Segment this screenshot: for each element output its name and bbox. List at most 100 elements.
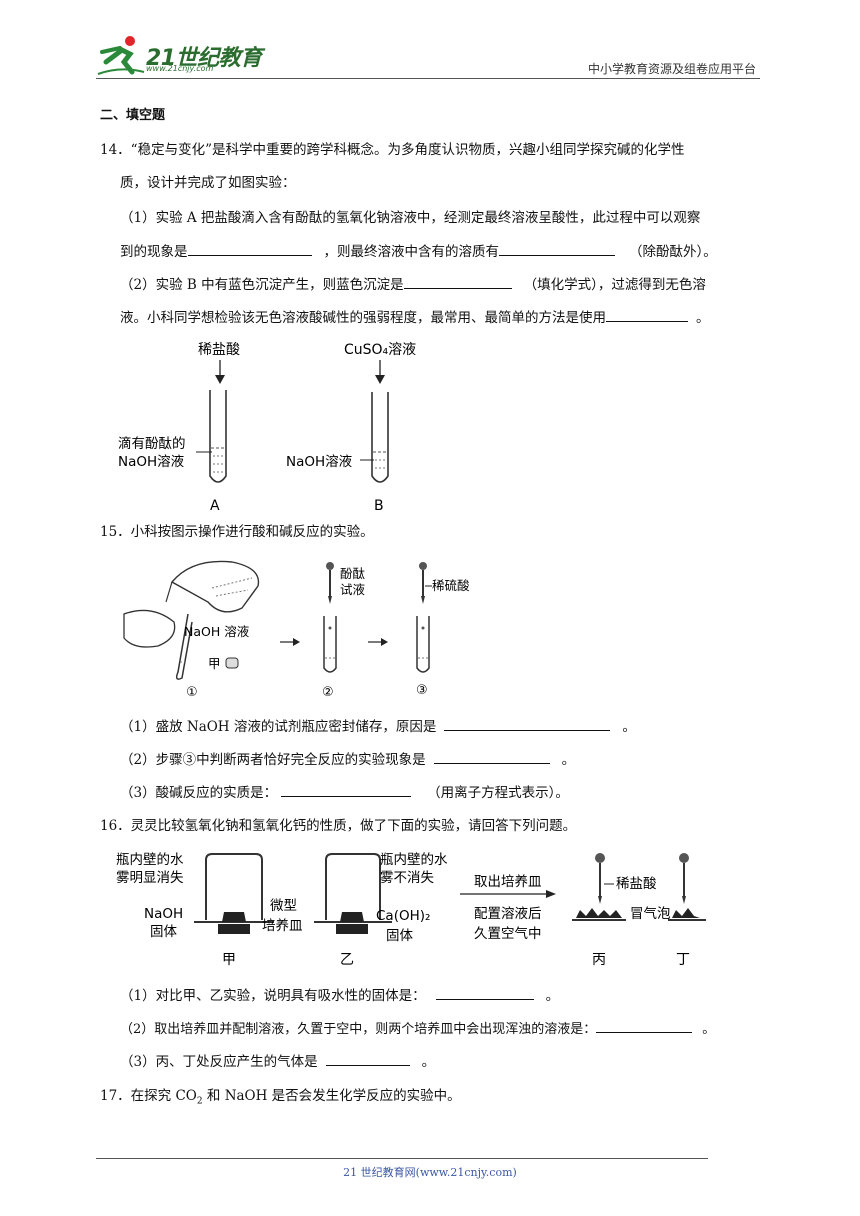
q16-part3-end: 。 bbox=[421, 1054, 436, 1070]
q16-blank-gas[interactable] bbox=[325, 1051, 410, 1066]
q16-part2-text: （2）取出培养皿并配制溶液，久置于空中，则两个培养皿中会出现浑浊的溶液是： bbox=[120, 1022, 597, 1037]
reagent-bottle-icon bbox=[170, 560, 260, 613]
q16-fig-water1a: 瓶内壁的水 bbox=[116, 852, 184, 868]
header-divider bbox=[96, 78, 760, 79]
q15-blank-reason[interactable] bbox=[444, 716, 611, 731]
q15-figure: NaOH 溶液 甲 ① 酚酞 试液 ② 稀硫酸 ③ bbox=[123, 560, 470, 700]
q17-stem-text-b: 和 NaOH 是否会发生化学反应的实验中。 bbox=[202, 1088, 461, 1104]
runner-logo-icon bbox=[97, 36, 145, 75]
q17-stem-text-a: 17．在探究 CO bbox=[100, 1088, 197, 1104]
q16-part1-end: 。 bbox=[545, 988, 560, 1004]
q16-fig-ding: 丁 bbox=[676, 952, 690, 968]
q14-part2-line1: （2）实验 B 中有蓝色沉淀产生，则蓝色沉淀是（填化学式），过滤得到无色溶 bbox=[120, 274, 706, 295]
q14-part2-text-b: （填化学式），过滤得到无色溶 bbox=[523, 277, 706, 293]
q15-step3: ③ bbox=[416, 683, 428, 698]
q16-part3-text: （3）丙、丁处反应产生的气体是 bbox=[120, 1054, 318, 1070]
q15-blank-phenomenon[interactable] bbox=[433, 749, 550, 764]
q16-fig-acid: 稀盐酸 bbox=[616, 876, 657, 892]
q15-fig-acid-label: 稀硫酸 bbox=[432, 578, 470, 593]
q16-blank-hygroscopic-solid[interactable] bbox=[435, 985, 534, 1000]
q15-tube-1 bbox=[175, 613, 193, 680]
q16-part1-text: （1）对比甲、乙实验，说明具有吸水性的固体是： bbox=[120, 988, 426, 1004]
q16-stem: 16．灵灵比较氢氧化钠和氢氧化钙的性质，做了下面的实验，请回答下列问题。 bbox=[100, 818, 577, 834]
bottle-cap-icon bbox=[225, 657, 239, 669]
dropper-bulb-icon bbox=[679, 853, 689, 863]
arrow-down-icon bbox=[215, 375, 225, 384]
q14-test-tube-a bbox=[209, 390, 227, 483]
footer-link[interactable]: 21 世纪教育网(www.21cnjy.com) bbox=[343, 1166, 517, 1179]
q16-fig-water1b: 雾明显消失 bbox=[116, 870, 184, 886]
q15-step2: ② bbox=[322, 685, 334, 700]
q14-figure: 稀盐酸 滴有酚酞的 NaOH溶液 A CuSO₄溶液 NaOH溶液 B bbox=[118, 342, 416, 514]
q16-fig-naoh1: NaOH bbox=[144, 906, 183, 922]
platform-name: 中小学教育资源及组卷应用平台 bbox=[587, 62, 756, 76]
q16-fig-prep2: 久置空气中 bbox=[474, 926, 542, 942]
q15-stem: 15．小科按图示操作进行酸和碱反应的实验。 bbox=[100, 524, 374, 540]
q14-blank-precipitate[interactable] bbox=[403, 274, 512, 289]
q16-fig-water2a: 瓶内壁的水 bbox=[380, 852, 448, 868]
q14-part1-text-a: 到的现象是 bbox=[120, 244, 188, 260]
petri-dish-icon bbox=[336, 924, 368, 934]
q16-dish-bing bbox=[576, 908, 622, 918]
q15-part1-end: 。 bbox=[622, 719, 636, 735]
q15-fig-jia-label: 甲 bbox=[208, 656, 221, 671]
dropper-bulb-icon bbox=[419, 562, 427, 570]
q16-part2-end: 。 bbox=[702, 1022, 716, 1037]
q15-tube-3 bbox=[416, 616, 430, 673]
q15-fig-phenol-label2: 试液 bbox=[340, 582, 366, 597]
q14-part2-line2: 液。小科同学想检验该无色溶液酸碱性的强弱程度，最常用、最简单的方法是使用。 bbox=[120, 307, 710, 328]
q16-part2: （2）取出培养皿并配制溶液，久置于空中，则两个培养皿中会出现浑浊的溶液是： 。 bbox=[120, 1018, 715, 1040]
q14-fig-b-side-label: NaOH溶液 bbox=[286, 454, 353, 470]
q15-part2-end: 。 bbox=[561, 752, 576, 768]
q16-fig-ca1: Ca(OH)₂ bbox=[376, 908, 430, 924]
q16-jar-yi bbox=[325, 853, 381, 920]
q14-fig-b-label: B bbox=[374, 498, 384, 514]
arrow-right-icon bbox=[381, 638, 388, 646]
petri-dish-icon bbox=[218, 924, 250, 934]
q14-fig-b-top-label: CuSO₄溶液 bbox=[344, 342, 416, 358]
q16-fig-bubble: 冒气泡 bbox=[630, 906, 671, 922]
q14-stem-line1: 14．“稳定与变化”是科学中重要的跨学科概念。为多角度认识物质，兴趣小组同学探究… bbox=[100, 142, 685, 158]
q16-fig-yi: 乙 bbox=[340, 952, 354, 968]
q14-part1-text-c: （除酚酞外）。 bbox=[629, 244, 717, 260]
dropper-bulb-icon bbox=[326, 562, 334, 570]
q14-blank-solutes[interactable] bbox=[499, 241, 615, 256]
q16-fig-micro2: 培养皿 bbox=[262, 918, 303, 934]
q16-fig-micro1: 微型 bbox=[270, 898, 297, 914]
q15-part2: （2）步骤③中判断两者恰好完全反应的实验现象是 。 bbox=[120, 749, 575, 770]
q16-blank-turbid-solution[interactable] bbox=[596, 1018, 693, 1033]
q16-fig-take: 取出培养皿 bbox=[474, 874, 542, 890]
q16-jar-jia bbox=[205, 853, 263, 920]
logo-text: 21世纪教育 bbox=[146, 46, 262, 71]
q17-stem: 17．在探究 CO2 和 NaOH 是否会发生化学反应的实验中。 bbox=[100, 1086, 461, 1112]
q14-fig-a-label: A bbox=[210, 498, 220, 514]
q14-part1-line1: （1）实验 A 把盐酸滴入含有酚酞的氢氧化钠溶液中，经测定最终溶液呈酸性，此过程… bbox=[120, 210, 701, 226]
logo bbox=[96, 32, 266, 78]
q15-part1: （1）盛放 NaOH 溶液的试剂瓶应密封储存，原因是 。 bbox=[120, 716, 636, 737]
q16-fig-bing: 丙 bbox=[592, 952, 606, 968]
q14-blank-phenomenon[interactable] bbox=[187, 241, 312, 256]
arrow-right-icon bbox=[546, 890, 556, 898]
q15-part1-text: （1）盛放 NaOH 溶液的试剂瓶应密封储存，原因是 bbox=[120, 719, 437, 735]
q14-part2-text-d: 。 bbox=[696, 310, 710, 326]
q16-fig-jia: 甲 bbox=[222, 952, 236, 968]
q15-part3-end: （用离子方程式表示）。 bbox=[427, 785, 569, 801]
footer-divider bbox=[96, 1158, 708, 1159]
q14-stem-line2: 质，设计并完成了如图实验： bbox=[120, 175, 296, 191]
q14-blank-method[interactable] bbox=[606, 307, 688, 322]
q15-blank-ionic-equation[interactable] bbox=[281, 782, 412, 797]
q15-part3: （3）酸碱反应的实质是： （用离子方程式表示）。 bbox=[120, 782, 569, 803]
q16-fig-ca2: 固体 bbox=[386, 928, 413, 944]
q15-part3-text: （3）酸碱反应的实质是： bbox=[120, 785, 278, 801]
arrow-right-icon bbox=[293, 638, 300, 646]
q16-dish-ding bbox=[672, 908, 700, 918]
q14-part1-line2: 到的现象是 ，则最终溶液中含有的溶质有 （除酚酞外）。 bbox=[120, 241, 717, 262]
q15-part2-text: （2）步骤③中判断两者恰好完全反应的实验现象是 bbox=[120, 752, 426, 768]
q14-part1-text-b: ，则最终溶液中含有的溶质有 bbox=[323, 244, 500, 260]
q14-fig-a-side-label1: 滴有酚酞的 bbox=[118, 435, 186, 452]
q15-fig-phenol-label1: 酚酞 bbox=[340, 566, 366, 581]
q16-fig-water2b: 雾不消失 bbox=[380, 870, 434, 886]
section-title: 二、填空题 bbox=[100, 108, 166, 123]
q15-step1: ① bbox=[186, 685, 198, 700]
q14-test-tube-b bbox=[371, 392, 389, 483]
